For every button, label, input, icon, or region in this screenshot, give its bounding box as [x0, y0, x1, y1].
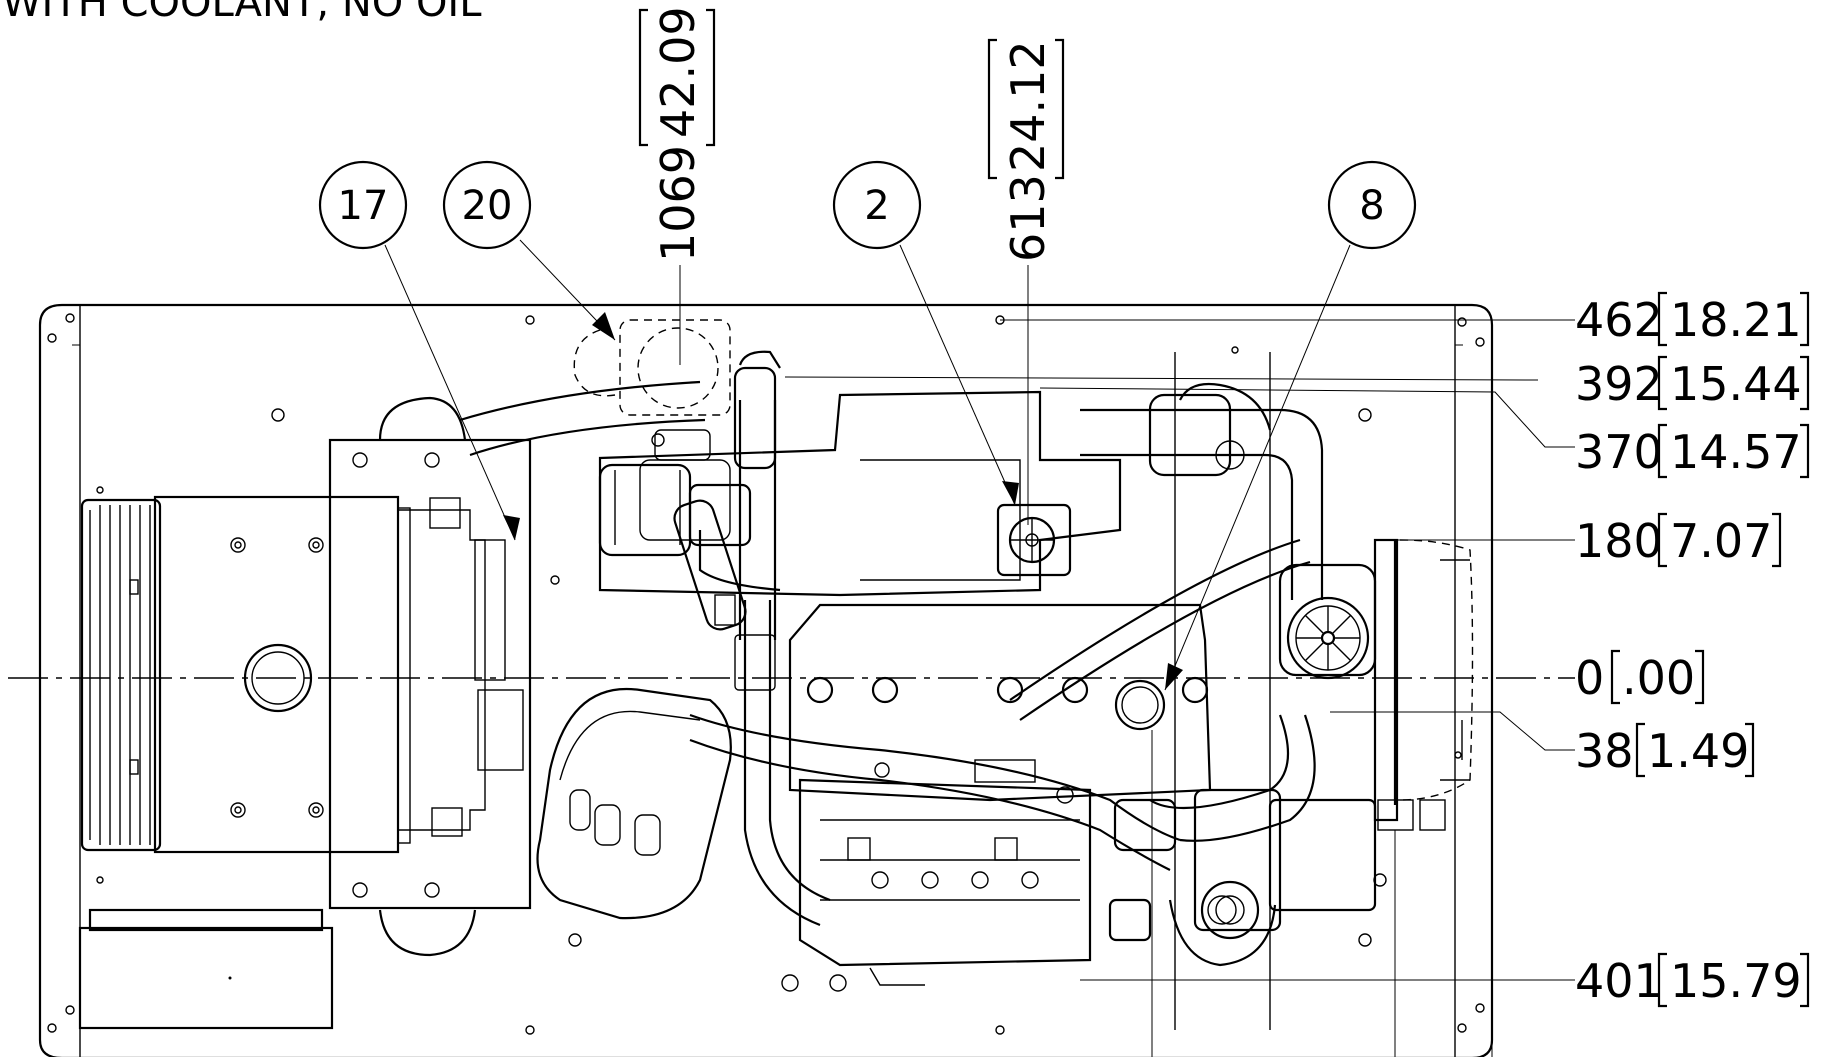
balloon-20: 20: [442, 160, 616, 341]
dim-180-value: 180: [1575, 514, 1663, 568]
base-frame: [38, 303, 1494, 1057]
dim-370: 370 14.57: [1575, 423, 1810, 479]
title-fragment: WITH COOLANT, NO OIL: [2, 0, 482, 26]
dim-1069-vertical: 1069 42.09: [638, 6, 716, 262]
dim-613-value: 613: [1001, 174, 1055, 262]
dim-1069-value: 1069: [651, 145, 705, 262]
dim-38: 38 1.49: [1575, 722, 1755, 778]
dim-401: 401 15.79: [1575, 952, 1810, 1008]
dim-0-inch: .00: [1622, 651, 1695, 705]
exhaust-elbow: [459, 319, 781, 470]
dim-613-inch: 24.12: [1001, 40, 1055, 172]
dim-1069-inch: 42.09: [651, 6, 705, 138]
dim-392-value: 392: [1575, 357, 1663, 411]
raw-water-pump: [1278, 563, 1377, 680]
dim-401-value: 401: [1575, 954, 1663, 1008]
balloon-8-label: 8: [1359, 183, 1384, 229]
dim-38-value: 38: [1575, 724, 1634, 778]
balloon-20-label: 20: [462, 183, 513, 229]
air-cleaner: [536, 687, 732, 920]
dim-392: 392 15.44: [1575, 355, 1810, 411]
generator-assembly: [80, 438, 532, 910]
dim-370-value: 370: [1575, 425, 1663, 479]
dimension-lines: [679, 265, 1575, 1057]
heat-exchanger: [1373, 538, 1474, 831]
balloon-8: 8: [1164, 160, 1417, 691]
dim-370-inch: 14.57: [1670, 425, 1802, 479]
dim-180-inch: 7.07: [1670, 514, 1772, 568]
dim-401-inch: 15.79: [1670, 954, 1802, 1008]
balloon-2: 2: [832, 160, 1019, 506]
engine-block: [598, 390, 1212, 992]
dim-613-vertical: 613 24.12: [987, 38, 1065, 262]
dim-0-value: 0: [1575, 651, 1604, 705]
balloon-17-label: 17: [338, 183, 389, 229]
fuel-filter: [639, 429, 776, 691]
hoses: [688, 393, 1324, 927]
dim-462-inch: 18.21: [1670, 293, 1802, 347]
battery-box: [78, 908, 334, 1030]
balloon-17: 17: [318, 160, 520, 541]
alternator: [1108, 788, 1387, 942]
balloon-2-label: 2: [864, 183, 889, 229]
dim-392-inch: 15.44: [1670, 357, 1802, 411]
dim-462-value: 462: [1575, 293, 1663, 347]
dim-180: 180 7.07: [1575, 512, 1782, 568]
dim-462: 462 18.21: [1575, 291, 1810, 347]
isolators: [378, 352, 1277, 1030]
dim-38-inch: 1.49: [1647, 724, 1749, 778]
dim-0: 0 .00: [1575, 649, 1705, 705]
